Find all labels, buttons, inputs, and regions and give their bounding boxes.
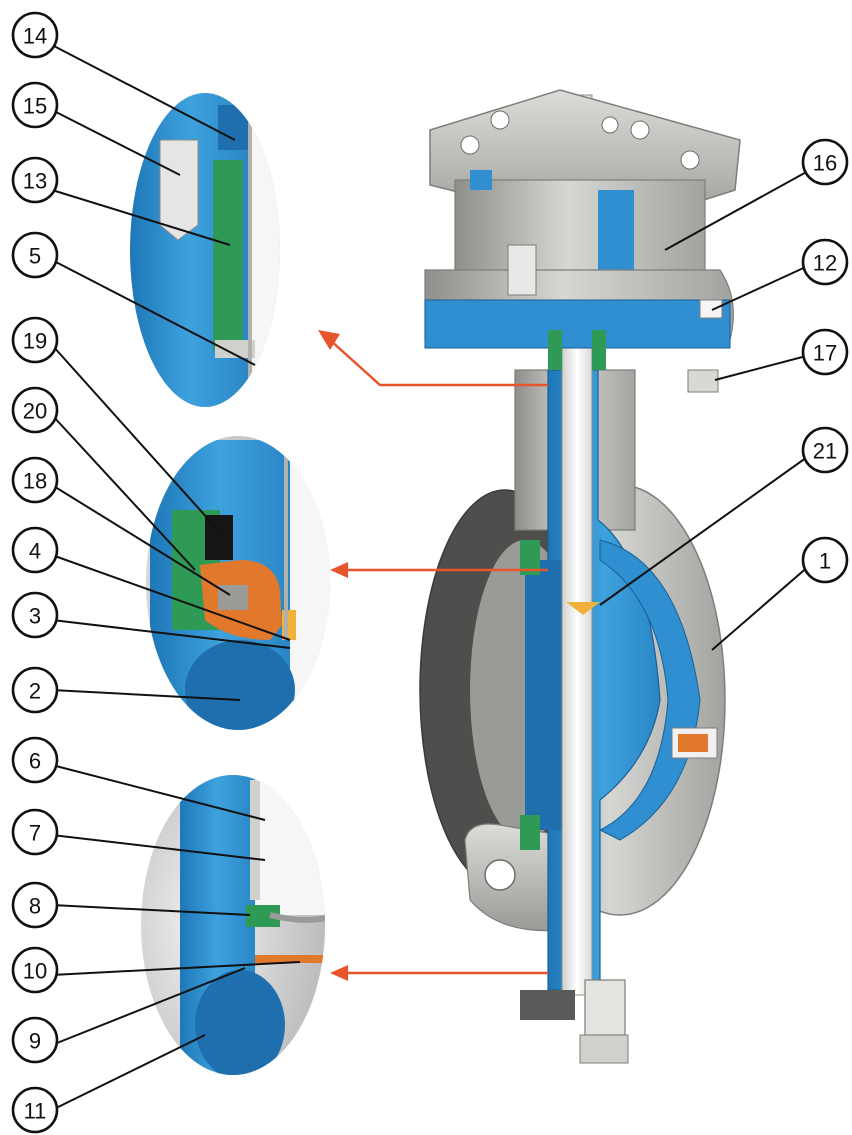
callout-16: 16 (801, 138, 849, 186)
bracket-cut-small (470, 170, 492, 190)
callout-1: 1 (801, 536, 849, 584)
callout-6: 6 (11, 736, 59, 784)
leader-lines (51, 44, 811, 1111)
arrow-mid-head (330, 562, 348, 578)
detail-oring-19 (205, 515, 233, 560)
detail-clip-8 (269, 912, 325, 923)
plate-hole-3 (630, 120, 650, 140)
callout-3: 3 (11, 591, 59, 639)
callout-14: 14 (11, 11, 59, 59)
callout-15-label: 15 (23, 94, 47, 119)
flange-nut-12 (699, 299, 723, 319)
callout-17: 17 (801, 328, 849, 376)
callout-21: 21 (801, 426, 849, 474)
valve-body-cutaway (419, 89, 741, 1064)
callout-11: 11 (11, 1086, 59, 1134)
callout-19: 19 (11, 316, 59, 364)
callout-8-label: 8 (29, 894, 41, 919)
detail-washer-10 (255, 955, 325, 963)
callout-2: 2 (11, 666, 59, 714)
callout-4: 4 (11, 526, 59, 574)
callout-7: 7 (11, 808, 59, 856)
lug-hole (484, 859, 516, 891)
callout-2-label: 2 (29, 679, 41, 704)
callout-5: 5 (11, 231, 59, 279)
detail-bush-5 (215, 340, 255, 358)
callout-17-label: 17 (813, 341, 837, 366)
callout-18: 18 (11, 456, 59, 504)
packing-right (592, 330, 606, 370)
body-bolt-insert (678, 734, 708, 752)
bottom-cap (579, 1034, 629, 1064)
detail-packing-13 (213, 160, 243, 350)
detail-mid (146, 436, 330, 730)
detail-cap-11 (195, 970, 285, 1075)
detail-disc-2 (185, 640, 295, 730)
detail-ring-14 (218, 105, 248, 150)
callout-9-label: 9 (29, 1029, 41, 1054)
callout-11-label: 11 (24, 1099, 47, 1124)
arrow-top-head (318, 330, 340, 350)
seat-lower (520, 815, 540, 850)
seat-upper (520, 540, 540, 575)
callout-19-label: 19 (23, 329, 47, 354)
detail-ring-8 (246, 905, 280, 927)
detail-spacer-4 (218, 585, 248, 610)
callout-10: 10 (11, 946, 59, 994)
callout-10-label: 10 (23, 959, 47, 984)
body-cut-ring (598, 539, 701, 841)
callout-7-label: 7 (29, 821, 41, 846)
callout-4-label: 4 (29, 539, 41, 564)
callout-20: 20 (11, 386, 59, 434)
detail-sleeve-6 (250, 780, 260, 900)
callout-12-label: 12 (813, 251, 837, 276)
pin-21 (566, 602, 600, 615)
plate-hole-1 (460, 135, 480, 155)
detail-arrows (318, 330, 548, 981)
plate-hole-2 (490, 110, 510, 130)
callout-21-label: 21 (813, 439, 837, 464)
flange-cut (424, 299, 731, 349)
callout-16-label: 16 (813, 151, 837, 176)
callout-13: 13 (11, 156, 59, 204)
callout-20-label: 20 (23, 399, 47, 424)
callout-12: 12 (801, 238, 849, 286)
packing-left (548, 330, 562, 370)
detail-bottom (141, 775, 325, 1075)
plate-hole-5 (601, 116, 619, 134)
flange-nut-17 (687, 369, 719, 393)
bracket-bolt (507, 244, 537, 296)
callout-3-label: 3 (29, 604, 41, 629)
callout-8: 8 (11, 881, 59, 929)
arrow-bottom-head (330, 965, 348, 981)
arrow-top (329, 339, 548, 387)
callout-1-label: 1 (819, 549, 831, 574)
callout-14-label: 14 (23, 24, 47, 49)
bottom-cover (520, 990, 575, 1020)
plate-hole-4 (680, 150, 700, 170)
callout-9: 9 (11, 1016, 59, 1064)
callout-18-label: 18 (23, 469, 47, 494)
callout-5-label: 5 (29, 244, 41, 269)
callout-13-label: 13 (23, 169, 47, 194)
bottom-nut (584, 979, 626, 1036)
callout-15: 15 (11, 81, 59, 129)
detail-top (130, 93, 280, 407)
valve-disc (525, 560, 565, 830)
callout-6-label: 6 (29, 749, 41, 774)
